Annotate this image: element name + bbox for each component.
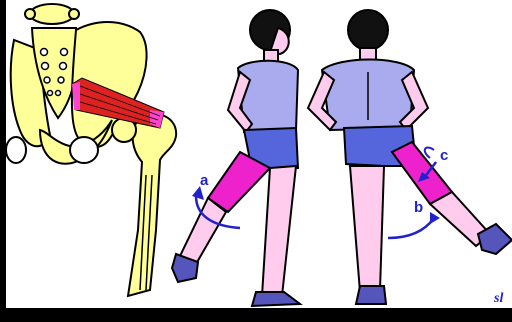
head xyxy=(348,10,388,50)
obturator-foramen-right xyxy=(70,137,98,163)
label-a: a xyxy=(200,172,209,189)
watermark: sl xyxy=(493,291,503,306)
label-c: c xyxy=(440,147,448,164)
obturator-foramen-left xyxy=(6,137,26,163)
label-b: b xyxy=(414,199,423,216)
standing-foot xyxy=(356,286,386,304)
